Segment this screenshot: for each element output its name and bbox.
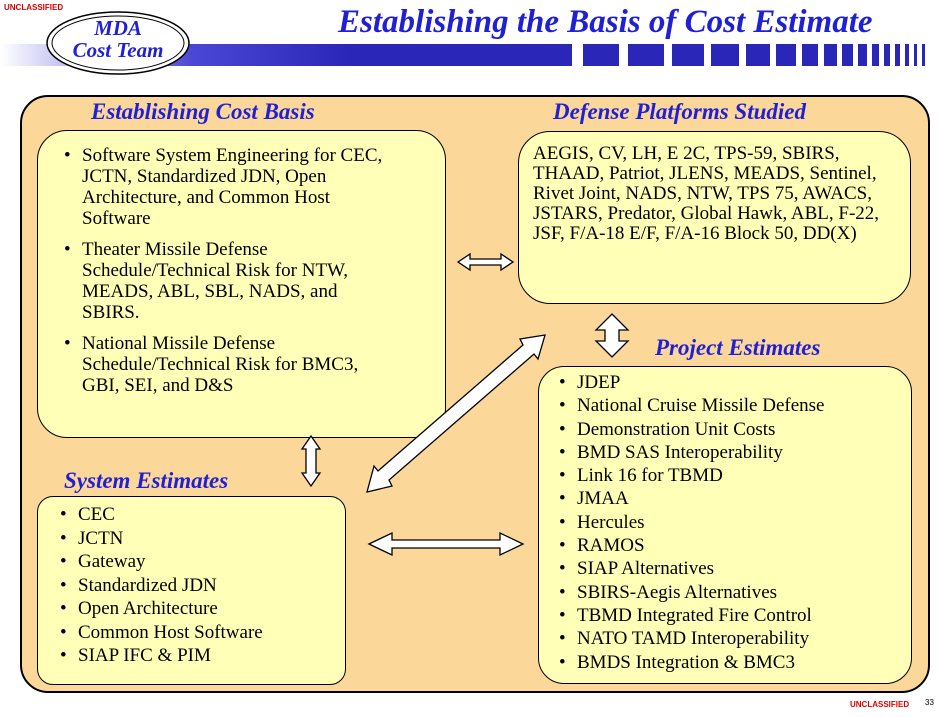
list-item: Gateway [56, 550, 339, 574]
heading-platforms: Defense Platforms Studied [553, 99, 806, 124]
list-item: BMD SAS Interoperability [555, 441, 905, 465]
header-decoration [0, 11, 925, 75]
list-item: Hercules [555, 511, 905, 535]
logo-line-2: Cost Team [72, 38, 164, 62]
list-item: CEC [56, 503, 339, 527]
list-item: NATO TAMD Interoperability [555, 627, 905, 651]
page-title: Establishing the Basis of Cost Estimate [338, 4, 873, 40]
logo: MDA Cost Team [55, 17, 181, 61]
heading-cost-basis: Establishing Cost Basis [91, 99, 315, 124]
list-item: JDEP [555, 371, 905, 395]
list-item: TBMD Integrated Fire Control [555, 604, 905, 628]
heading-system-estimates: System Estimates [64, 468, 229, 493]
list-item: Open Architecture [56, 597, 339, 621]
classification-bottom: UNCLASSIFIED [850, 700, 910, 709]
list-item: National Cruise Missile Defense [555, 394, 905, 418]
list-item: SIAP IFC & PIM [56, 644, 339, 668]
system-estimates-list: CEC JCTN Gateway Standardized JDN Open A… [56, 503, 339, 668]
heading-project-estimates: Project Estimates [655, 335, 821, 360]
platforms-box: AEGIS, CV, LH, E 2C, TPS-59, SBIRS, THAA… [518, 131, 911, 304]
project-estimates-list: JDEP National Cruise Missile Defense Dem… [555, 371, 905, 674]
list-item: Common Host Software [56, 621, 339, 645]
list-item: National Missile Defense Schedule/Techni… [60, 333, 435, 396]
list-item: BMDS Integration & BMC3 [555, 651, 905, 675]
platforms-text: AEGIS, CV, LH, E 2C, TPS-59, SBIRS, THAA… [533, 143, 880, 244]
list-item: SIAP Alternatives [555, 557, 905, 581]
logo-line-1: MDA [94, 16, 142, 40]
list-item: SBIRS-Aegis Alternatives [555, 581, 905, 605]
page-number: 33 [925, 698, 934, 707]
list-item: Standardized JDN [56, 574, 339, 598]
list-item: Software System Engineering for CEC, JCT… [60, 145, 435, 229]
classification-top: UNCLASSIFIED [4, 3, 64, 12]
list-item: Theater Missile Defense Schedule/Technic… [60, 239, 435, 323]
list-item: JCTN [56, 527, 339, 551]
cost-basis-list: Software System Engineering for CEC, JCT… [60, 145, 435, 396]
list-item: Link 16 for TBMD [555, 464, 905, 488]
list-item: JMAA [555, 487, 905, 511]
list-item: Demonstration Unit Costs [555, 418, 905, 442]
project-estimates-box: JDEP National Cruise Missile Defense Dem… [538, 366, 912, 684]
system-estimates-box: CEC JCTN Gateway Standardized JDN Open A… [37, 496, 346, 685]
cost-basis-box: Software System Engineering for CEC, JCT… [37, 130, 446, 438]
list-item: RAMOS [555, 534, 905, 558]
